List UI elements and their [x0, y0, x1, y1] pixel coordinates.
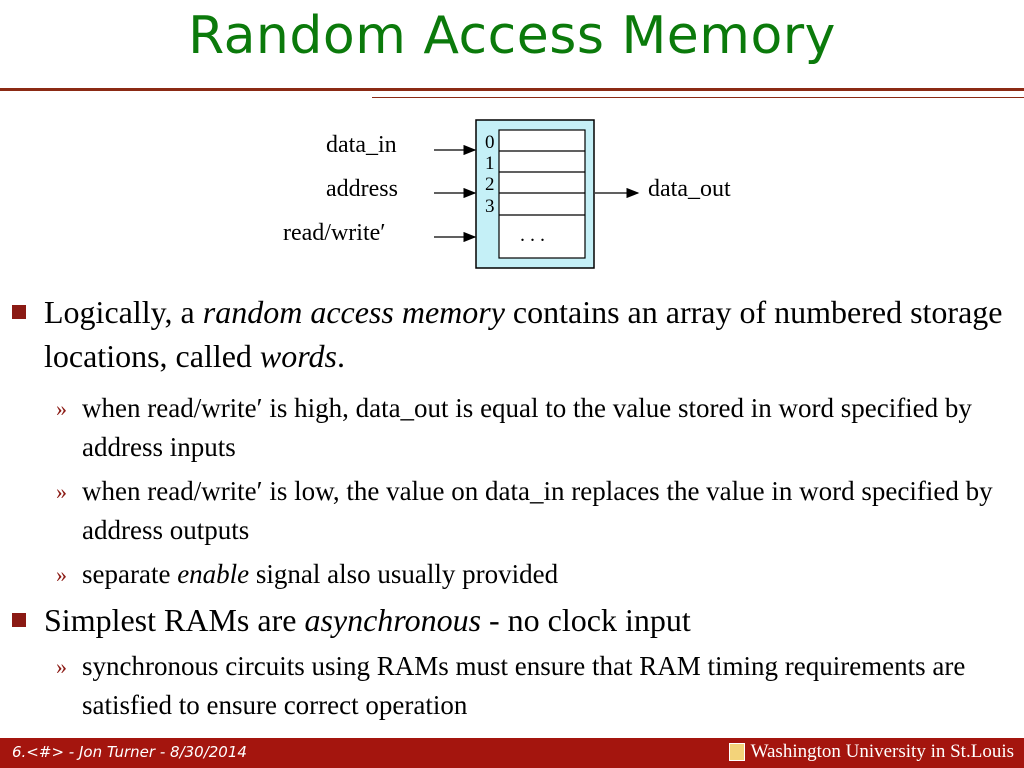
university-logo: Washington University in St.Louis	[728, 741, 1014, 763]
square-bullet-icon	[12, 613, 26, 627]
address-2: 2	[485, 174, 495, 195]
chevron-bullet-icon: »	[56, 654, 67, 679]
shield-icon	[728, 743, 745, 761]
bullet-item-logically: Logically, a random access memory contai…	[12, 290, 1004, 378]
address-0: 0	[485, 132, 495, 153]
chevron-bullet-icon: »	[56, 396, 67, 421]
address-3: 3	[485, 196, 495, 217]
slide-title: Random Access Memory	[188, 6, 836, 66]
footer-caption: 6.<#> - Jon Turner - 8/30/2014	[12, 743, 247, 761]
title-rule-thin	[372, 97, 1024, 98]
chevron-bullet-icon: »	[56, 562, 67, 587]
bullet-item-simplest: Simplest RAMs are asynchronous - no cloc…	[12, 598, 1004, 642]
chevron-bullet-icon: »	[56, 479, 67, 504]
square-bullet-icon	[12, 305, 26, 319]
sub-bullet-synchronous: » synchronous circuits using RAMs must e…	[56, 647, 1002, 725]
address-1: 1	[485, 153, 495, 174]
sub-bullet-high: » when read/write′ is high, data_out is …	[56, 389, 1002, 467]
ram-diagram: data_in address read/write′ data_out 0 1…	[270, 110, 790, 280]
sub-bullet-enable: » separate enable signal also usually pr…	[56, 555, 1002, 594]
ellipsis-label: . . .	[520, 224, 545, 246]
footer-bar: 6.<#> - Jon Turner - 8/30/2014 Washingto…	[0, 738, 1024, 768]
read-write-label: read/write′	[283, 220, 386, 246]
sub-bullet-low: » when read/write′ is low, the value on …	[56, 472, 1002, 550]
data-in-label: data_in	[326, 132, 397, 158]
address-label: address	[326, 176, 398, 202]
title-rule	[0, 88, 1024, 91]
data-out-label: data_out	[648, 176, 731, 202]
university-name: Washington University in St.Louis	[750, 741, 1014, 762]
ram-diagram-svg	[434, 119, 640, 269]
